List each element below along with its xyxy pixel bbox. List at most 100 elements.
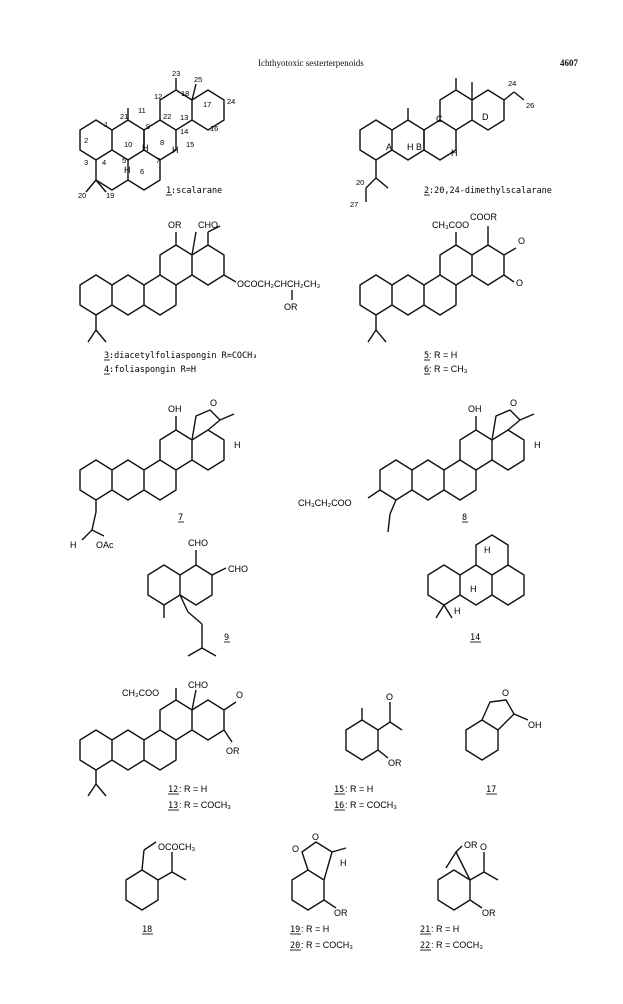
caption-22-text: : R = COCH₃ <box>431 940 483 950</box>
s15-o: O <box>386 692 393 702</box>
structure-7: OH O H H OAc 7 <box>70 398 241 550</box>
s14-h-1: H <box>484 545 491 555</box>
caption-20-text: : R = COCH₃ <box>301 940 353 950</box>
caption-16-text: : R = COCH₃ <box>345 800 397 810</box>
caption-6-text: : R = CH₃ <box>429 364 468 374</box>
structure-18: OCOCH₃ 18 <box>125 841 195 935</box>
caption-16-number: 16 <box>334 801 344 811</box>
structure-14: H H H 14 <box>427 534 525 643</box>
caption-2-text: :20,24-dimethylscalarane <box>429 186 552 196</box>
caption-21-text: : R = H <box>431 924 459 934</box>
caption-5-text: : R = H <box>429 350 457 360</box>
s19-h: H <box>340 858 347 868</box>
structure-17: O OH 17 <box>465 688 542 795</box>
ring-label-c: C <box>436 114 443 124</box>
caption-12-number: 12 <box>168 785 178 795</box>
s12-or: OR <box>226 746 240 756</box>
caption-9-number: 9 <box>224 633 229 643</box>
scalarane-label-24: 24 <box>227 97 235 106</box>
s7-h: H <box>234 440 241 450</box>
page-number: 4607 <box>560 58 578 68</box>
s21-ketone-o: O <box>480 842 487 852</box>
scalarane-label-17: 17 <box>203 100 211 109</box>
structure-21-22: OR O OR 21 : R = H 22 : R = COCH₃ <box>420 840 499 951</box>
dm-h-14: H <box>451 148 458 158</box>
s7-h2: H <box>70 540 77 550</box>
s19-ring-o: O <box>312 832 319 842</box>
s17-o: O <box>502 688 509 698</box>
dm-label-20: 20 <box>356 178 364 187</box>
structure-8: OH O H CH₃CH₂COO 8 <box>298 398 541 533</box>
s3-side-chain: OCOCH₂CHCH₂CH₃ <box>237 279 320 289</box>
s7-lactone-o: O <box>210 398 217 408</box>
ring-label-d: D <box>482 112 489 122</box>
caption-14-number: 14 <box>470 633 480 643</box>
caption-21-number: 21 <box>420 925 430 935</box>
scalarane-label-22: 22 <box>163 112 171 121</box>
scalarane-label-5: 5 <box>122 156 126 165</box>
structure-9: CHO CHO 9 <box>147 538 248 657</box>
s3-side-or: OR <box>284 302 298 312</box>
scalarane-label-6: 6 <box>140 167 144 176</box>
scalarane-label-10: 10 <box>124 140 132 149</box>
s8-h: H <box>534 440 541 450</box>
s12-ketone-o: O <box>236 690 243 700</box>
caption-7-number: 7 <box>178 513 183 523</box>
caption-3-text: :diacetylfoliaspongin R=COCH₃ <box>109 351 257 361</box>
s12-cho: CHO <box>188 680 208 690</box>
scalarane-label-8: 8 <box>160 138 164 147</box>
caption-22-number: 22 <box>420 941 430 951</box>
caption-19-number: 19 <box>290 925 300 935</box>
caption-18-number: 18 <box>142 925 152 935</box>
s21-or: OR <box>482 908 496 918</box>
scalarane-label-25: 25 <box>194 75 202 84</box>
structure-12-13: CH₃COO CHO O OR 12 : R = H 13 : R = COCH… <box>79 680 243 811</box>
structure-15-16: O OR 15 : R = H 16 : R = COCH₃ <box>334 692 403 811</box>
s19-carbonyl-o: O <box>292 844 299 854</box>
structure-1-scalarane: 23 25 12 18 17 24 11 21 1 22 13 16 14 9 … <box>78 69 235 200</box>
caption-4-number: 4 <box>104 365 109 375</box>
s5-coor: COOR <box>470 212 498 222</box>
s15-or: OR <box>388 758 402 768</box>
s14-h-2: H <box>470 584 477 594</box>
scalarane-label-12: 12 <box>154 92 162 101</box>
scalarane-label-14: 14 <box>180 127 188 136</box>
scalarane-label-20: 20 <box>78 191 86 200</box>
caption-20-number: 20 <box>290 941 300 951</box>
s17-oh: OH <box>528 720 542 730</box>
scalarane-label-15: 15 <box>186 140 194 149</box>
caption-4-text: :foliaspongin R=H <box>109 365 196 375</box>
s3-cho: CHO <box>198 220 218 230</box>
s18-ococh3: OCOCH₃ <box>158 842 195 852</box>
scalarane-h-5: H <box>124 165 131 175</box>
caption-13-text: : R = COCH₃ <box>179 800 231 810</box>
dm-label-27: 27 <box>350 200 358 209</box>
s5-ketone-o: O <box>516 278 523 288</box>
structure-3-4-foliaspongin: OR CHO OCOCH₂CHCH₂CH₃ OR 3 :diacetylfoli… <box>79 220 320 375</box>
s19-or: OR <box>334 908 348 918</box>
scalarane-label-1: 1 <box>104 120 108 129</box>
dm-label-24: 24 <box>508 79 516 88</box>
caption-15-text: : R = H <box>345 784 373 794</box>
s3-or: OR <box>168 220 182 230</box>
s9-cho-1: CHO <box>188 538 208 548</box>
caption-8-number: 8 <box>462 513 467 523</box>
s8-ester: CH₃CH₂COO <box>298 498 352 508</box>
caption-13-number: 13 <box>168 801 178 811</box>
s5-acetyl-o: O <box>518 236 525 246</box>
structure-5-6: CH₃COO COOR O O 5 : R = H 6 : R = CH₃ <box>359 212 525 375</box>
caption-5-number: 5 <box>424 351 429 361</box>
s14-h-3: H <box>454 606 461 616</box>
structure-19-20: O O H OR 19 : R = H 20 : R = COCH₃ <box>290 832 353 951</box>
s12-ch3coo: CH₃COO <box>122 688 159 698</box>
scalarane-label-16: 16 <box>210 124 218 133</box>
ring-label-b: B <box>416 142 422 152</box>
s9-cho-2: CHO <box>228 564 248 574</box>
scalarane-label-9: 9 <box>146 122 150 131</box>
ring-label-a: A <box>386 142 392 152</box>
s5-ch3coo: CH₃COO <box>432 220 469 230</box>
s7-oac: OAc <box>96 540 114 550</box>
scalarane-h-14: H <box>172 145 179 155</box>
dm-label-26: 26 <box>526 101 534 110</box>
